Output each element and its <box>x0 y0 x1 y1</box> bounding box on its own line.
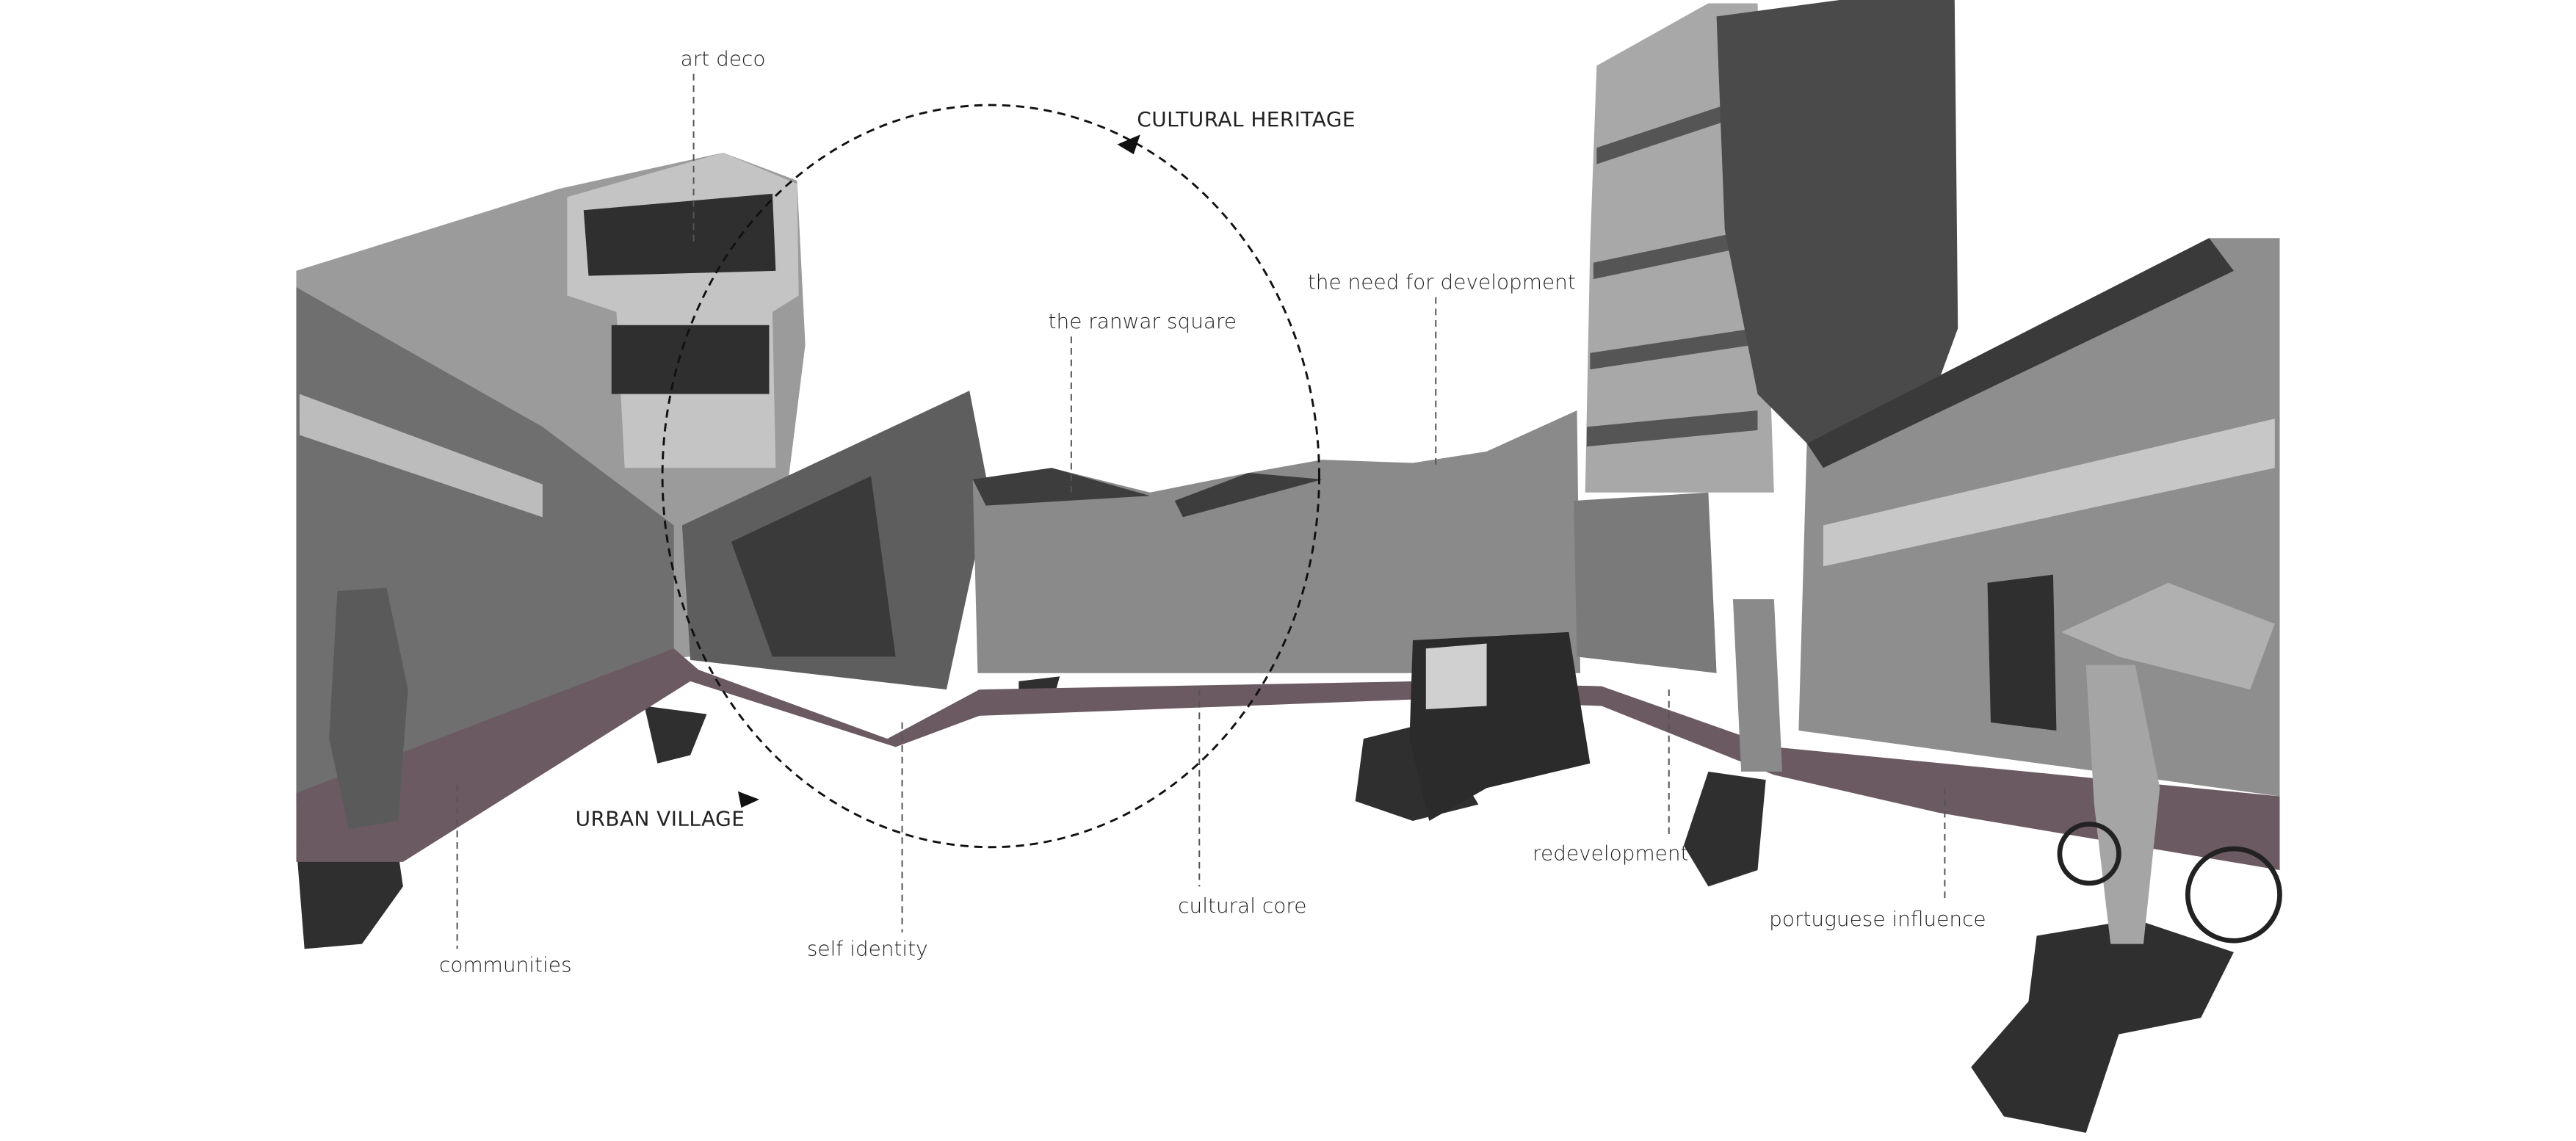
label-art-deco: art deco <box>681 46 766 70</box>
label-self-identity: self identity <box>807 936 928 960</box>
label-communities: communities <box>439 953 572 977</box>
label-ranwar-square: the ranwar square <box>1049 309 1237 333</box>
bicycle-wheel-front <box>2185 846 2282 943</box>
shadows <box>296 676 2234 1133</box>
electrical-kiosk <box>1574 492 1717 673</box>
label-redevelopment: redevelopment <box>1533 841 1688 866</box>
foreground-figures <box>329 582 2282 944</box>
cyclist-shadow <box>1971 919 2234 1133</box>
cultural-heritage-label: CULTURAL HERITAGE <box>1137 107 1356 131</box>
portuguese-house-door <box>1987 574 2057 731</box>
portuguese-house-roof <box>1806 238 2234 468</box>
leader-lines <box>456 73 1946 949</box>
cycle-dashed-circle <box>661 104 1320 849</box>
ranwar-square-houses <box>972 410 1581 673</box>
mural-figure <box>731 476 896 657</box>
label-need-for-development: the need for development <box>1308 270 1576 294</box>
annotation-labels: art deco the ranwar square the need for … <box>439 46 1986 977</box>
tower-windows <box>583 193 776 394</box>
cycle-arrow-top-icon <box>1117 134 1140 155</box>
cyclist-umbrella <box>2061 582 2275 690</box>
cyclist-figure <box>2085 664 2160 944</box>
vendor-figure <box>1732 599 1783 772</box>
bicycle-wheel-rear <box>2057 822 2121 886</box>
left-balcony-rail <box>299 394 543 518</box>
street-surface <box>296 648 2280 871</box>
elderly-woman-figure <box>329 587 408 830</box>
label-cultural-core: cultural core <box>1178 894 1306 918</box>
tree <box>1716 0 1958 460</box>
portuguese-house-balcony <box>1823 419 2275 567</box>
cycle-arrow-bottom-icon <box>737 791 760 808</box>
urban-village-label: URBAN VILLAGE <box>576 807 745 831</box>
building-collage <box>296 0 2280 805</box>
pedestrian-shadow-center <box>644 706 707 764</box>
highrise-floors <box>1586 98 1758 447</box>
square-roofs <box>972 468 1323 518</box>
label-portuguese-influence: portuguese influence <box>1769 907 1986 931</box>
vendor-shadow <box>1683 771 1766 887</box>
rickshaw-front <box>1425 643 1487 709</box>
